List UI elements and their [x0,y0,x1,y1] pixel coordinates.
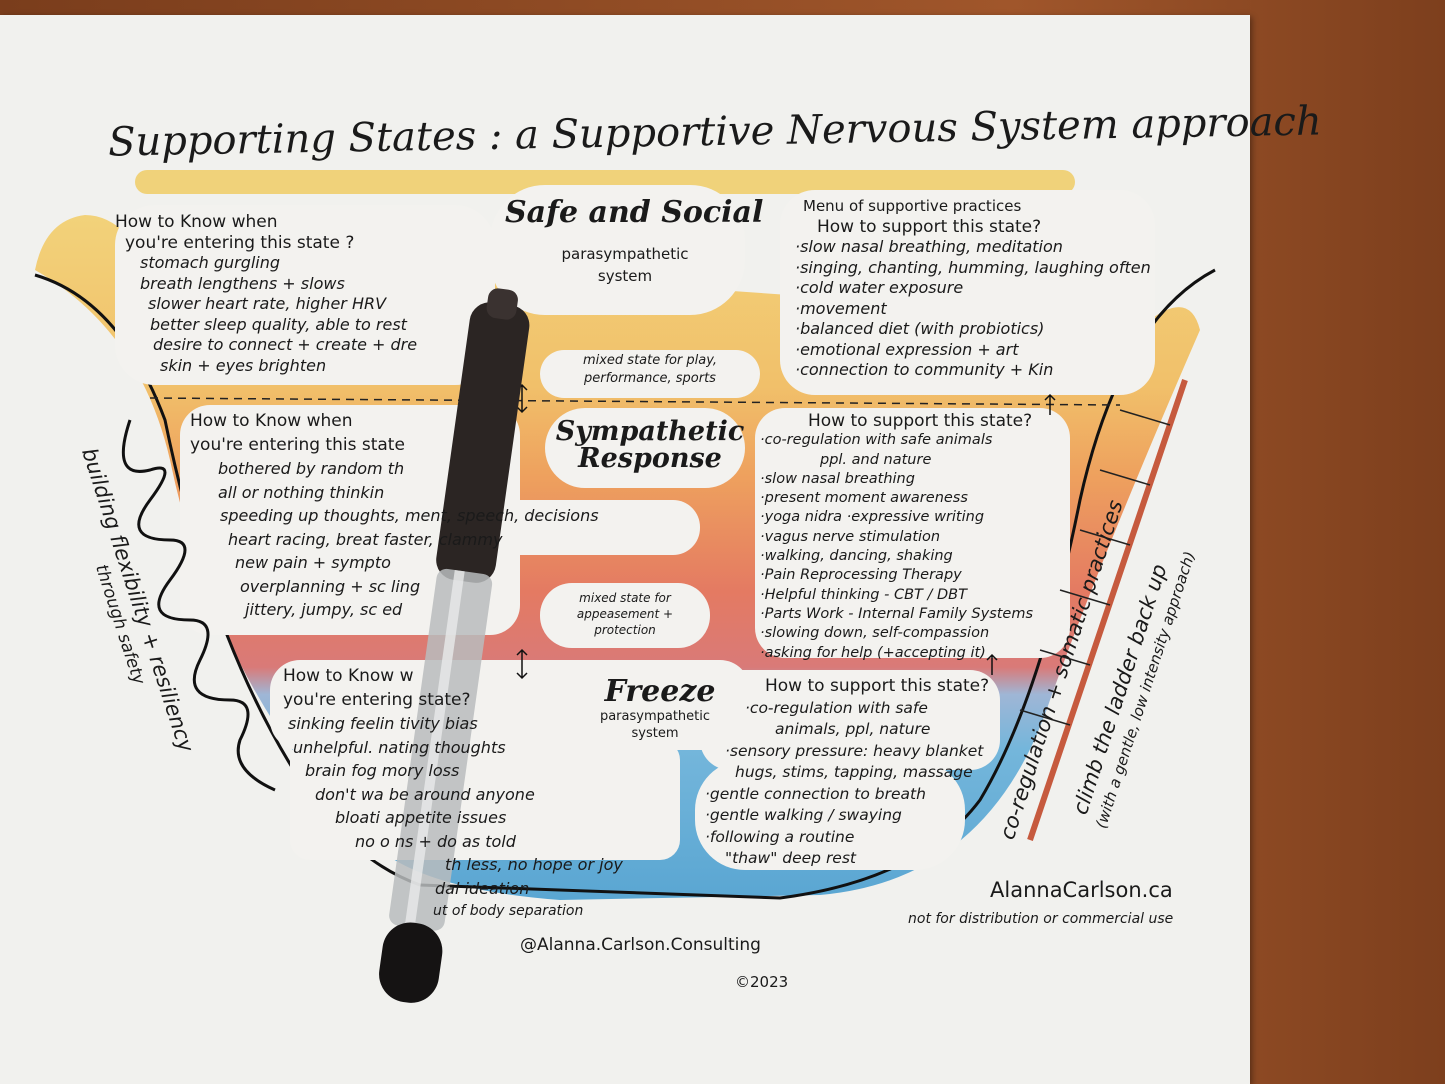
list-item: better sleep quality, able to rest [150,314,407,334]
list-item: new pain + sympto [235,553,391,572]
sympathetic-support-list: How to support this state? ·co-regulatio… [760,411,1034,663]
list-item: bloati appetite issues [335,808,507,827]
safe-support-list: Menu of supportive practices How to supp… [795,196,1151,381]
list-item: hugs, stims, tapping, massage [735,763,973,781]
mixed-appease-label: mixed state for appeasement + protection [576,591,674,637]
list-item: bothered by random th [218,459,405,478]
list-item: ppl. and nature [820,451,932,468]
list-item: heart racing, breat faster, clammy [228,529,503,549]
heading: How to support this state? [808,411,1033,431]
heading: How to Know when [115,212,278,232]
list-item: breath lengthens + slows [140,273,345,293]
menu-label: Menu of supportive practices [803,197,1022,215]
list-item: slower heart rate, higher HRV [148,294,387,313]
list-item: ·yoga nidra ·expressive writing [760,509,985,526]
list-item: ·following a routine [705,827,855,846]
safe-social-sublabel: parasympathetic system [561,245,689,285]
list-item: ·co-regulation with safe animals [760,432,993,449]
freeze-sublabel: parasympathetic system [599,709,711,741]
mixed-play-label: mixed state for play, performance, sport… [582,353,718,386]
sympathetic-label: Sympathetic Response [555,416,745,474]
list-item: ·connection to community + Kin [795,360,1054,379]
list-item: no o ns + do as told [355,831,516,851]
list-item: brain fog mory loss [305,761,460,780]
list-item: ·balanced diet (with probiotics) [795,319,1045,338]
list-item: unhelpful. nating thoughts [293,737,506,757]
list-item: "thaw" deep rest [725,849,857,867]
sympathetic-signs-list: How to Know when you're entering this st… [190,410,599,622]
list-item: overplanning + sc ling [240,576,421,596]
ladder-rungs [1019,409,1171,726]
list-item: ·slowing down, self-compassion [760,625,990,642]
freeze-signs-list: How to Know w you're entering state? sin… [283,665,623,924]
list-item: ·co-regulation with safe [745,698,928,717]
list-item: ·gentle connection to breath [705,784,926,803]
list-item: ·Parts Work - Internal Family Systems [760,605,1034,622]
pen-object [379,288,530,1003]
safe-social-label: Safe and Social [505,195,764,230]
heading: How to Know when [190,411,353,431]
swirl-arrow-icon [121,419,276,792]
heading: How to Know w [283,666,414,686]
state-arrows [516,383,1056,680]
list-item: ·walking, dancing, shaking [760,548,953,565]
list-item: speeding up thoughts, ment, speech, deci… [220,506,599,525]
usage-notice: not for distribution or commercial use [908,911,1174,927]
list-item: th less, no hope or joy [445,855,623,874]
list-item: don't wa be around anyone [315,784,535,804]
list-item: ·cold water exposure [795,278,964,297]
list-item: ·Helpful thinking - CBT / DBT [760,586,967,603]
list-item: ·present moment awareness [760,490,968,507]
freeze-support-list: How to support this state? ·co-regulatio… [705,676,989,870]
heading: you're entering state? [283,689,471,710]
list-item: ·slow nasal breathing [760,470,915,487]
list-item: ·slow nasal breathing, meditation [795,237,1063,256]
list-item: ·vagus nerve stimulation [760,528,941,545]
heading: you're entering this state [190,434,405,455]
ladder-rail [1027,379,1188,841]
social-handle: @Alanna.Carlson.Consulting [520,935,761,955]
heading: How to support this state? [817,216,1042,237]
list-item: sinking feelin tivity bias [288,714,478,733]
website-label: AlannaCarlson.ca [990,878,1173,902]
safe-sympathetic-divider [149,397,1121,406]
copyright: ©2023 [735,973,789,991]
top-yellow-band [135,170,1075,194]
list-item: all or nothing thinkin [218,482,385,502]
list-item: ·singing, chanting, humming, laughing of… [795,257,1151,277]
heading: you're entering this state ? [125,232,355,253]
list-item: skin + eyes brighten [160,355,327,375]
list-item: ·sensory pressure: heavy blanket [725,741,984,760]
list-item: ·Pain Reprocessing Therapy [760,567,962,584]
list-item: ·movement [795,298,887,318]
list-item: ut of body separation [433,903,584,919]
list-item: ·emotional expression + art [795,339,1019,359]
list-item: ·asking for help (+accepting it) [760,644,986,661]
list-item: desire to connect + create + dre [153,335,418,354]
freeze-label: Freeze [604,674,716,709]
list-item: dal ideation [435,878,530,898]
safe-signs-list: How to Know when you're entering this st… [115,212,417,376]
list-item: stomach gurgling [140,253,281,272]
list-item: jittery, jumpy, sc ed [245,600,403,619]
list-item: ·gentle walking / swaying [705,806,902,824]
list-item: animals, ppl, nature [775,720,931,738]
heading: How to support this state? [765,676,990,696]
text-blobs [115,185,1155,870]
